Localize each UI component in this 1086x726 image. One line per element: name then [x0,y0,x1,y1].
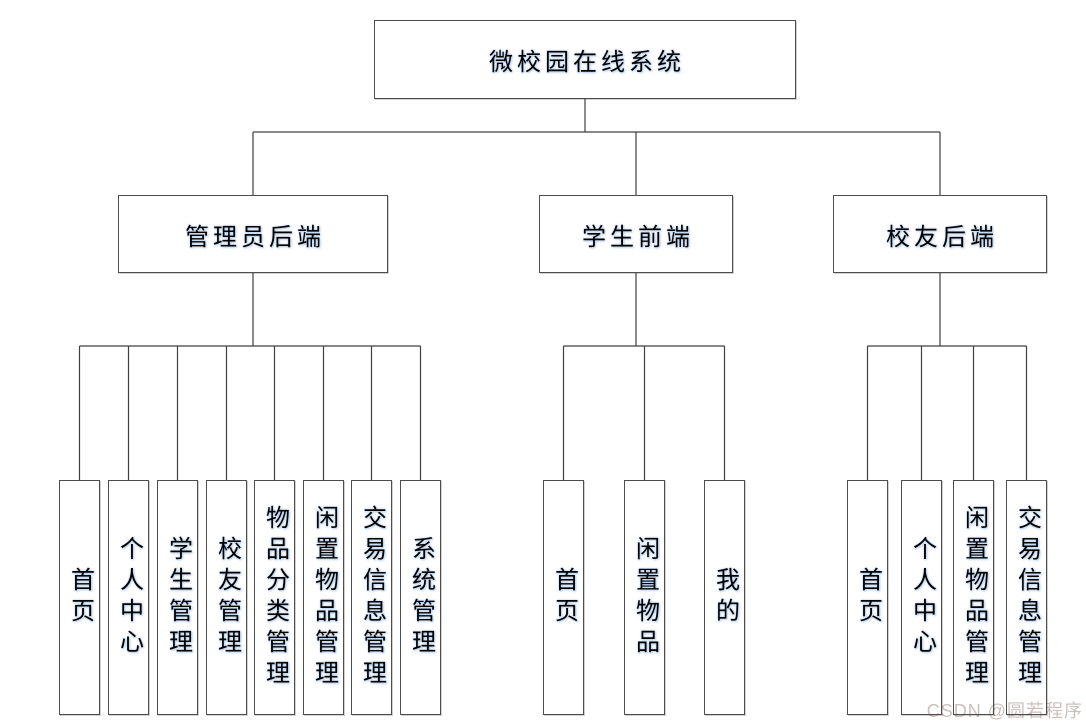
node-leaf-admin-alumni-mgmt: 校友管理 [206,480,247,715]
node-label: 个人中心 [908,535,936,660]
node-leaf-student-home: 首页 [543,480,584,715]
node-leaf-student-mine: 我的 [704,480,745,715]
node-leaf-admin-system-mgmt: 系统管理 [400,480,441,715]
node-label: 闲置物品管理 [960,504,988,691]
node-label: 管理员后端 [185,223,325,251]
node-branch-student-frontend: 学生前端 [539,195,733,273]
node-leaf-alumni-personal-center: 个人中心 [901,480,942,715]
node-label: 个人中心 [115,535,143,660]
node-leaf-admin-student-mgmt: 学生管理 [157,480,198,715]
node-leaf-student-idle-items: 闲置物品 [624,480,665,715]
node-branch-admin-backend: 管理员后端 [118,195,388,273]
node-label: 微校园在线系统 [489,49,685,76]
node-root-system: 微校园在线系统 [374,20,796,99]
node-label: 闲置物品 [631,535,659,660]
node-label: 我的 [711,566,739,629]
csdn-watermark: CSDN @圆若程序 [926,701,1083,721]
node-label: 学生前端 [582,223,694,251]
node-label: 闲置物品管理 [310,504,338,691]
node-leaf-admin-personal-center: 个人中心 [108,480,149,715]
node-label: 首页 [550,566,578,629]
node-label: 校友后端 [886,223,998,251]
node-leaf-alumni-home: 首页 [847,480,888,715]
node-label: 交易信息管理 [358,504,386,691]
node-branch-alumni-backend: 校友后端 [833,195,1047,273]
node-label: 交易信息管理 [1013,504,1041,691]
node-label: 校友管理 [213,535,241,660]
node-label: 学生管理 [164,535,192,660]
node-leaf-admin-home: 首页 [59,480,100,715]
node-leaf-admin-idle-item-mgmt: 闲置物品管理 [303,480,344,715]
node-leaf-alumni-idle-item-mgmt: 闲置物品管理 [953,480,994,715]
node-label: 首页 [854,566,882,629]
node-label: 系统管理 [407,535,435,660]
node-label: 物品分类管理 [261,504,289,691]
node-leaf-admin-item-category-mgmt: 物品分类管理 [254,480,295,715]
node-label: 首页 [66,566,94,629]
node-leaf-admin-trade-info-mgmt: 交易信息管理 [351,480,392,715]
node-leaf-alumni-trade-info-mgmt: 交易信息管理 [1006,480,1047,715]
